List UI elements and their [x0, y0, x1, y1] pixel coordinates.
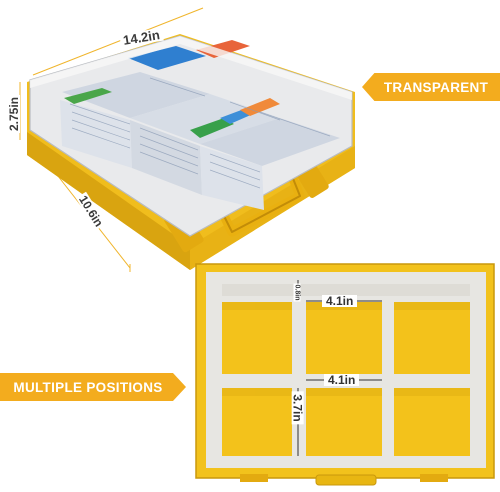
- compartment-height: 3.7in: [291, 391, 305, 425]
- compartment-width-bottom: 4.1in: [324, 374, 360, 386]
- compartment-width-top: 4.1in: [322, 295, 358, 307]
- multiple-positions-label: MULTIPLE POSITIONS: [0, 373, 186, 401]
- height-dimension: 2.75in: [7, 94, 22, 134]
- transparent-label: TRANSPARENT: [362, 73, 500, 101]
- divider-height: 0.8in: [293, 283, 301, 302]
- closed-box: [19, 7, 355, 272]
